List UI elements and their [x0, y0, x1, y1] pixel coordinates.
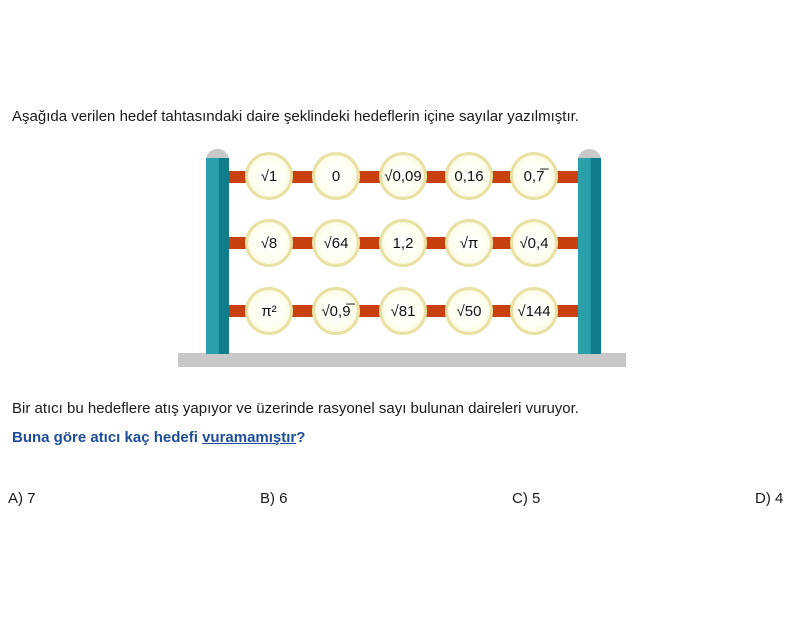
target-label: √0,9̅	[321, 302, 351, 320]
question-prompt: Buna göre atıcı kaç hedefi vuramamıştır?	[12, 429, 305, 446]
target-r1-c2[interactable]: 0	[312, 152, 360, 200]
target-r2-c4[interactable]: √π	[445, 219, 493, 267]
option-a[interactable]: A) 7	[8, 490, 36, 507]
target-label: √1	[260, 167, 278, 185]
target-label: √π	[459, 234, 479, 252]
left-post	[206, 149, 229, 354]
target-label: √50	[456, 302, 482, 320]
right-post	[578, 149, 601, 354]
target-label: √8	[260, 234, 278, 252]
target-r3-c3[interactable]: √81	[379, 287, 427, 335]
target-r2-c3[interactable]: 1,2	[379, 219, 427, 267]
target-label: 0,16	[454, 167, 484, 185]
target-label: π²	[261, 302, 277, 320]
target-r1-c1[interactable]: √1	[245, 152, 293, 200]
prompt-before: Buna göre atıcı kaç hedefi	[12, 429, 203, 446]
question-text: Bir atıcı bu hedeflere atış yapıyor ve ü…	[12, 400, 579, 417]
option-c[interactable]: C) 5	[512, 490, 541, 507]
option-d[interactable]: D) 4	[755, 490, 784, 507]
target-r3-c4[interactable]: √50	[445, 287, 493, 335]
target-label: √144	[517, 302, 551, 320]
target-r1-c3[interactable]: √0,09	[379, 152, 427, 200]
target-r2-c5[interactable]: √0,4	[510, 219, 558, 267]
target-r2-c1[interactable]: √8	[245, 219, 293, 267]
target-board: √1 0 √0,09 0,16 0,7̅ √8 √64 1,2 √π √0,4 …	[178, 148, 626, 370]
target-r3-c5[interactable]: √144	[510, 287, 558, 335]
target-label: √0,4	[519, 234, 549, 252]
intro-text: Aşağıda verilen hedef tahtasındaki daire…	[12, 108, 579, 125]
target-r1-c5[interactable]: 0,7̅	[510, 152, 558, 200]
prompt-underlined: vuramamıştır	[202, 429, 297, 446]
target-label: √81	[390, 302, 416, 320]
target-label: 0,7̅	[523, 167, 545, 185]
board-base	[178, 353, 626, 367]
target-label: √0,09	[384, 167, 422, 185]
target-r3-c2[interactable]: √0,9̅	[312, 287, 360, 335]
prompt-after: ?	[296, 429, 306, 446]
target-r1-c4[interactable]: 0,16	[445, 152, 493, 200]
option-b[interactable]: B) 6	[260, 490, 288, 507]
target-r2-c2[interactable]: √64	[312, 219, 360, 267]
target-label: √64	[323, 234, 349, 252]
target-r3-c1[interactable]: π²	[245, 287, 293, 335]
target-label: 0	[331, 167, 341, 185]
target-label: 1,2	[392, 234, 414, 252]
